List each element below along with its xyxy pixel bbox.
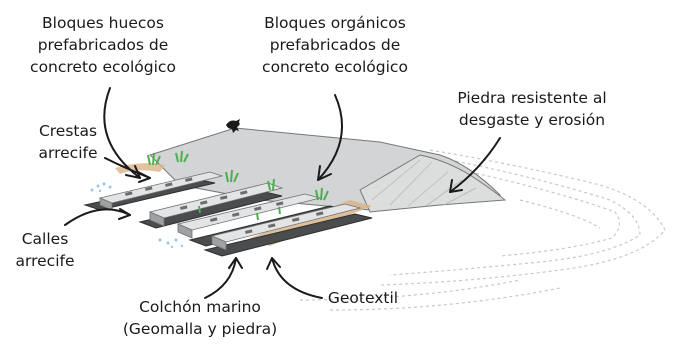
arrow-geotextil xyxy=(271,257,323,299)
arrow-piedra xyxy=(449,137,501,193)
water-dots xyxy=(90,182,184,249)
arrow-colchon xyxy=(204,257,237,299)
bird-icon xyxy=(226,119,240,133)
label-colchon: Colchón marino (Geomalla y piedra) xyxy=(122,298,278,338)
label-bloques-huecos: Bloques huecos prefabricados de concreto… xyxy=(30,14,176,76)
block-holes xyxy=(125,177,324,234)
plants xyxy=(147,150,329,221)
label-piedra: Piedra resistente al desgaste y erosión xyxy=(457,89,607,129)
label-geotextil: Geotextil xyxy=(327,289,399,307)
arrow-calles xyxy=(64,208,131,226)
label-bloques-organicos: Bloques orgánicos prefabricados de concr… xyxy=(262,14,408,76)
label-calles: Calles arrecife xyxy=(15,230,75,270)
label-crestas: Crestas arrecife xyxy=(38,122,98,162)
arrow-bloques-organicos xyxy=(317,94,343,181)
dotted-outline xyxy=(299,149,666,311)
label-arrows xyxy=(64,87,501,299)
